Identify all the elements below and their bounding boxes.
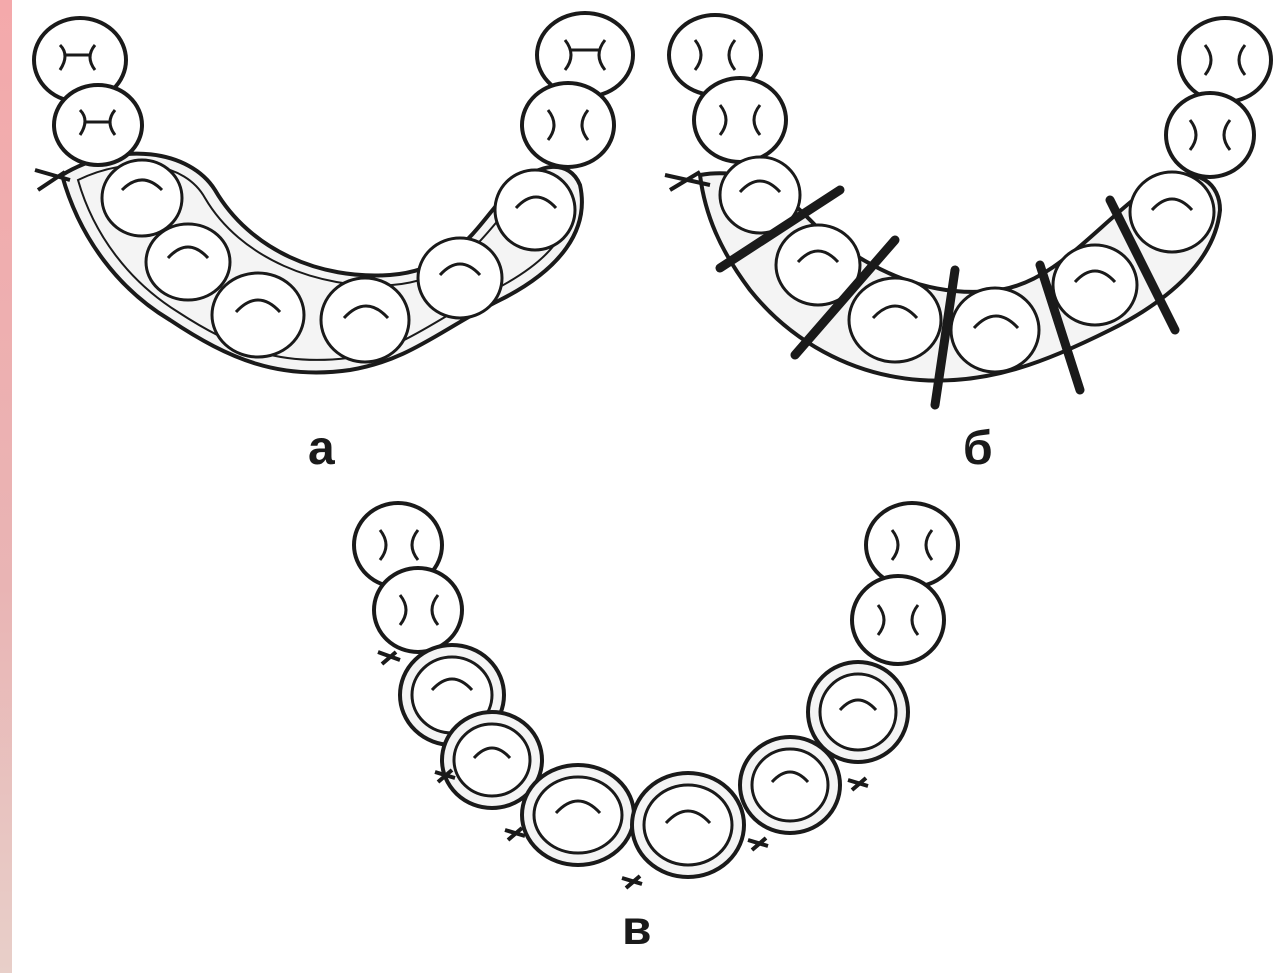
front-tooth: [102, 160, 182, 236]
front-tooth: [212, 273, 304, 357]
molar-tooth: [374, 568, 462, 652]
panel-a-drawing: [34, 13, 633, 373]
molar-tooth: [1166, 93, 1254, 177]
front-tooth: [321, 278, 409, 362]
wired-tooth: [522, 765, 634, 865]
panel-label-b: б: [963, 425, 993, 473]
molar-tooth: [1179, 18, 1271, 102]
molar-tooth: [54, 85, 142, 165]
front-tooth: [849, 278, 941, 362]
front-tooth: [495, 170, 575, 250]
molar-tooth: [694, 78, 786, 162]
panel-label-a: а: [308, 425, 335, 473]
molar-tooth: [522, 83, 614, 167]
front-tooth: [951, 288, 1039, 372]
panel-label-v: в: [622, 905, 652, 953]
front-tooth: [146, 224, 230, 300]
front-tooth: [1130, 172, 1214, 252]
front-tooth: [1053, 245, 1137, 325]
front-tooth: [418, 238, 502, 318]
panel-v-drawing: [354, 503, 958, 888]
panel-b-drawing: [665, 15, 1271, 405]
molar-tooth: [852, 576, 944, 664]
wired-tooth: [632, 773, 744, 877]
molar-tooth: [866, 503, 958, 587]
wired-tooth: [808, 662, 908, 762]
